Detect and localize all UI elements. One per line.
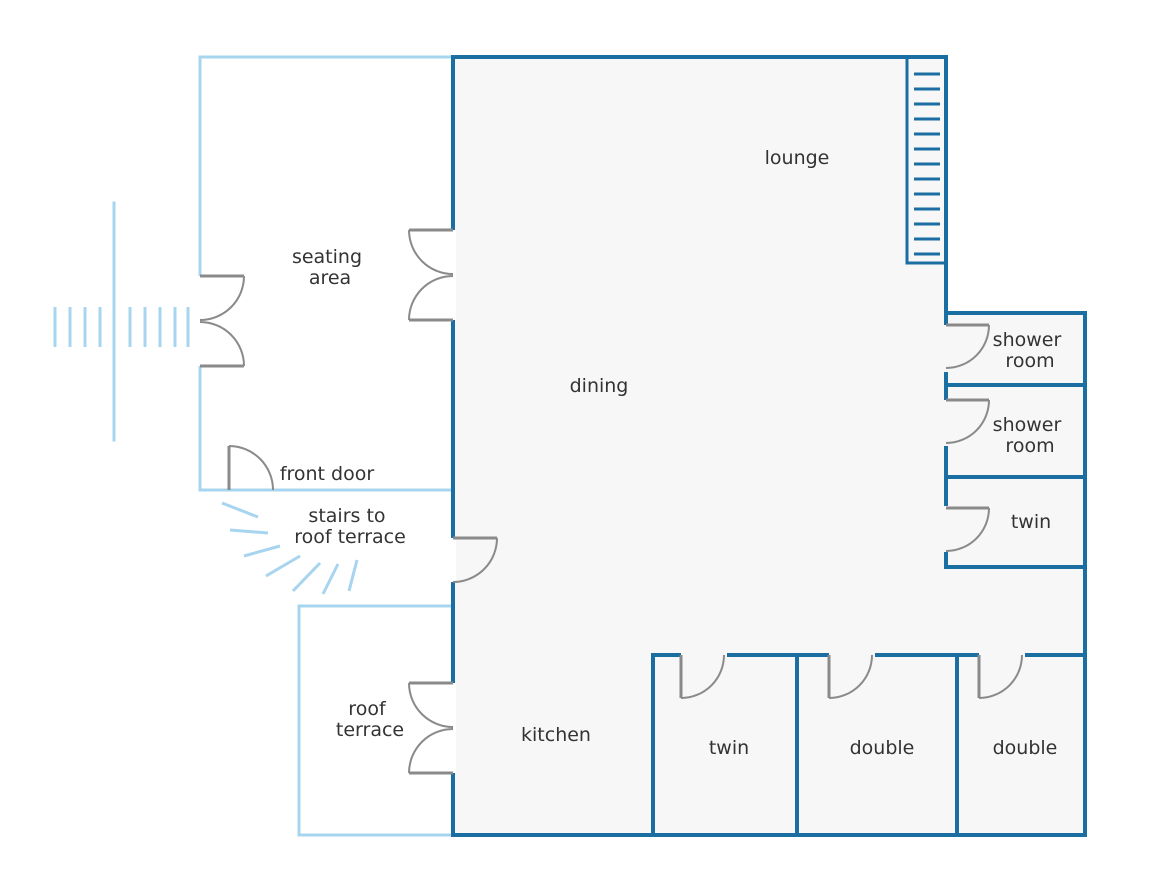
label-double-1: double <box>850 737 915 759</box>
label-kitchen: kitchen <box>521 724 591 746</box>
label-twin-bottom: twin <box>709 737 749 759</box>
label-shower-room-2: shower room <box>993 414 1068 457</box>
label-lounge: lounge <box>765 147 830 169</box>
label-double-2: double <box>993 737 1058 759</box>
exterior-walls <box>112 55 455 837</box>
main-floor <box>453 57 1085 835</box>
label-dining: dining <box>570 375 629 397</box>
door-roof-terrace-kitchen <box>408 681 454 775</box>
label-roof-terrace: roof terrace <box>336 698 404 741</box>
door-double-1 <box>827 654 873 699</box>
door-front <box>227 445 274 491</box>
label-front-door: front door <box>280 463 375 485</box>
entrance-steps <box>53 307 190 347</box>
door-entrance <box>199 274 245 368</box>
label-shower-room-1: shower room <box>993 329 1068 372</box>
door-twin-bottom <box>679 654 725 699</box>
label-stairs-to-roof-terrace: stairs to roof terrace <box>294 505 406 548</box>
door-stairs-dining <box>452 536 498 583</box>
door-shower-room-2 <box>945 398 990 444</box>
door-seating-dining <box>408 228 454 322</box>
internal-staircase <box>905 55 948 265</box>
door-double-2 <box>977 654 1023 699</box>
label-seating-area: seating area <box>292 246 368 289</box>
label-twin-right: twin <box>1011 511 1051 533</box>
spiral-stairs <box>221 501 359 595</box>
door-shower-room-1 <box>945 323 990 369</box>
door-twin-right <box>945 506 990 552</box>
